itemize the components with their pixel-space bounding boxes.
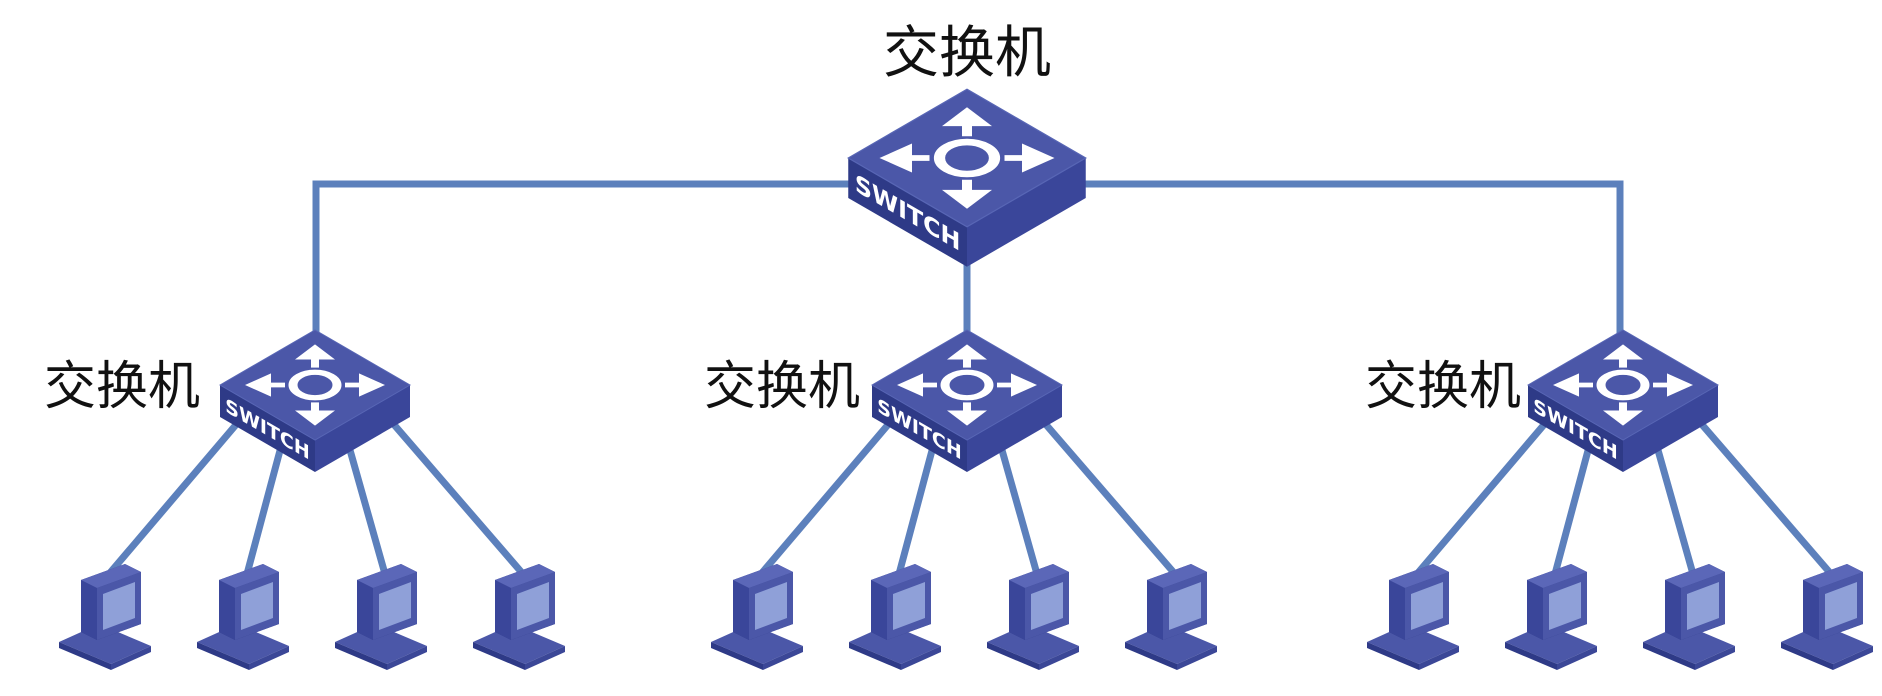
group-2-link-1: [756, 415, 897, 579]
group-2-computer-4: [1125, 564, 1217, 670]
monitor-screen: [241, 582, 273, 630]
group-2-switch-label: 交换机: [704, 357, 860, 417]
monitor-screen: [103, 582, 135, 630]
group-2-switch: SWITCH: [871, 329, 1063, 472]
monitor-screen: [1169, 582, 1201, 630]
group-3-link-2: [1550, 438, 1595, 579]
group-3-computer-3: [1643, 564, 1735, 670]
group-2-link-3: [995, 438, 1042, 579]
monitor-screen: [755, 582, 787, 630]
group-2-computer-1: [711, 564, 803, 670]
group-1-computer-2: [197, 564, 289, 670]
group-3-computer-2: [1505, 564, 1597, 670]
group-3-link-1: [1412, 415, 1553, 579]
switch-arrows-icon: [879, 107, 1055, 209]
devices-layer: SWITCH SWITCH SWITCH SWITCH: [59, 88, 1873, 670]
group-1-switch-label: 交换机: [44, 357, 200, 417]
group-3-link-4: [1693, 415, 1836, 579]
group-2-link-2: [894, 438, 939, 579]
switch-arrows-icon: [897, 344, 1037, 426]
group-3-computer-1: [1367, 564, 1459, 670]
monitor-screen: [1031, 582, 1063, 630]
links-layer: [104, 180, 1836, 579]
group-1-switch: SWITCH: [219, 329, 411, 472]
group-3-computer-4: [1781, 564, 1873, 670]
group-1-link-4: [385, 415, 528, 579]
labels-layer: 交换机交换机交换机交换机: [44, 21, 1521, 417]
group-3-link-3: [1651, 438, 1698, 579]
monitor-screen: [379, 582, 411, 630]
group-3-switch-label: 交换机: [1365, 357, 1521, 417]
group-2-link-4: [1037, 415, 1180, 579]
monitor-screen: [1411, 582, 1443, 630]
switch-arrows-icon: [245, 344, 385, 426]
group-2-computer-3: [987, 564, 1079, 670]
group-3-switch: SWITCH: [1527, 329, 1719, 472]
group-2-computer-2: [849, 564, 941, 670]
monitor-screen: [1825, 582, 1857, 630]
monitor-screen: [1687, 582, 1719, 630]
group-1-computer-1: [59, 564, 151, 670]
monitor-screen: [1549, 582, 1581, 630]
switch-arrows-icon: [1553, 344, 1693, 426]
monitor-screen: [517, 582, 549, 630]
group-1-link-2: [242, 438, 287, 579]
group-1-link-3: [343, 438, 390, 579]
group-1-computer-4: [473, 564, 565, 670]
monitor-screen: [893, 582, 925, 630]
group-1-link-1: [104, 415, 245, 579]
root-switch-label: 交换机: [883, 21, 1051, 86]
group-1-computer-3: [335, 564, 427, 670]
root-switch: SWITCH: [847, 88, 1087, 267]
